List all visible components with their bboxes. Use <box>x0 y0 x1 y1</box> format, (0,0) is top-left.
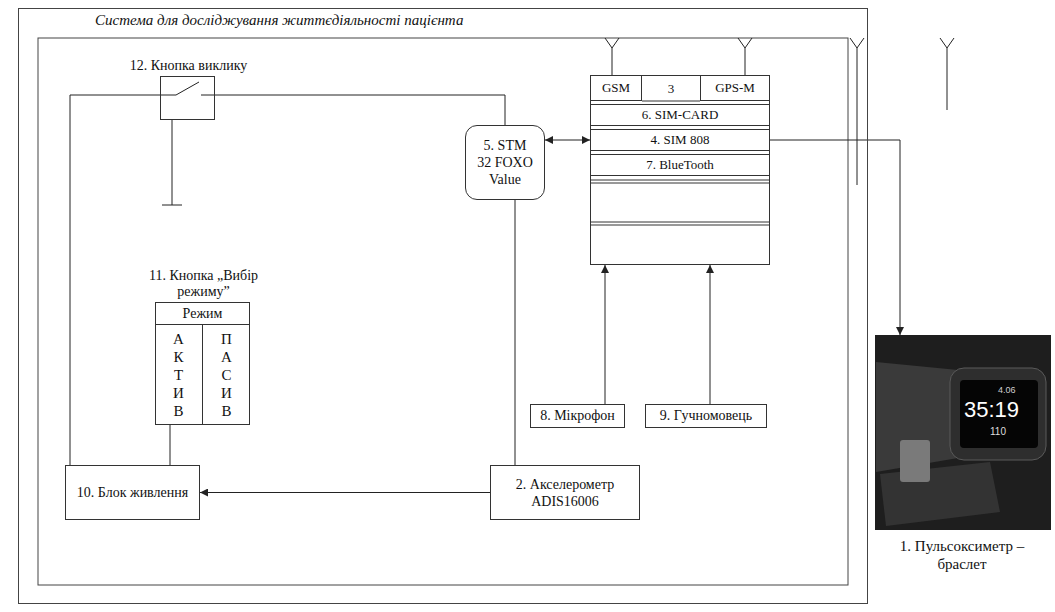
speaker-box: 9. Гучномовець <box>645 404 767 428</box>
node-text: 1. Пульсоксиметр – браслет <box>892 537 1032 573</box>
microcontroller: 5. STM 32 FOXO Value <box>465 125 545 200</box>
node-text: Система для досліджування життєдіяльност… <box>95 12 463 29</box>
node-text: П А С И В <box>219 330 234 420</box>
gps-cell: GPS-M <box>700 75 770 101</box>
wire <box>201 95 214 96</box>
node-text: 11. Кнопка „Вибір режиму” <box>136 268 271 300</box>
node-text: 3 <box>642 76 700 101</box>
bracelet-illustration <box>875 335 1051 530</box>
node-text: Режим <box>156 303 249 325</box>
connector <box>605 265 606 404</box>
connector <box>545 140 590 141</box>
band-line <box>590 222 770 223</box>
node-text: 5. STM 32 FOXO Value <box>466 126 544 199</box>
mode-button: 11. Кнопка „Вибір режиму”РежимА К Т И ВП… <box>155 302 250 425</box>
wire <box>172 120 173 205</box>
node-text: 10. Блок живлення <box>66 466 199 519</box>
call-button: 12. Кнопка виклику <box>160 76 215 120</box>
accelerometer-box: 2. Акселерометр ADIS16006 <box>490 465 640 520</box>
switch-symbol <box>161 82 214 95</box>
watch-body <box>950 368 1046 460</box>
switch-blade <box>176 82 199 95</box>
node-text: 12. Кнопка виклику <box>121 58 256 74</box>
photo-ground <box>875 335 1051 530</box>
band-line <box>590 180 770 181</box>
antenna <box>940 38 954 110</box>
sim-card-band: 6. SIM-CARD <box>590 104 770 126</box>
sim808-band: 4. SIM 808 <box>590 129 770 151</box>
strap <box>880 462 1000 526</box>
connector <box>70 95 160 465</box>
node-text: А К Т И В <box>171 330 186 420</box>
watch-screen <box>960 380 1038 448</box>
pulse-oximeter: 1. Пульсоксиметр – браслет <box>872 335 1052 605</box>
microphone-box: 8. Мікрофон <box>530 404 625 428</box>
connector <box>200 492 490 493</box>
node-text: 7. BlueTooth <box>591 155 769 175</box>
inner-frame <box>38 38 848 585</box>
screen-reading: 110 <box>990 426 1006 437</box>
mode-column: П А С И В <box>203 324 250 424</box>
node-text: GPS-M <box>701 76 769 100</box>
power-unit: 10. Блок живлення <box>65 465 200 520</box>
connector <box>170 425 171 465</box>
antenna <box>605 38 619 75</box>
node-text: 9. Гучномовець <box>646 405 766 427</box>
antenna <box>738 38 752 75</box>
gsm-cell: GSM <box>590 75 642 101</box>
connector <box>215 95 505 125</box>
band-line <box>590 225 770 226</box>
node-text: 8. Мікрофон <box>531 405 624 427</box>
bluetooth-band: 7. BlueTooth <box>590 154 770 176</box>
ground-symbol <box>162 120 182 205</box>
connector <box>515 200 516 465</box>
antenna <box>850 38 864 185</box>
module-stack: 3GSM GPS-M 6. SIM-CARD 4. SIM 808 7. BlueToo… <box>590 75 770 265</box>
screen-reading: 4.06 <box>998 385 1016 395</box>
screen-reading: 35:19 <box>964 397 1019 423</box>
system-frame: Система для досліджування життєдіяльност… <box>18 8 868 604</box>
node-text: 6. SIM-CARD <box>591 105 769 125</box>
band-line <box>642 101 700 102</box>
node-text: 4. SIM 808 <box>591 130 769 150</box>
connector <box>710 265 711 404</box>
module-band-lines <box>590 101 770 225</box>
node-text: GSM <box>591 76 641 100</box>
ground-bar <box>162 205 182 206</box>
wire <box>161 95 176 96</box>
mode-column: А К Т И В <box>155 324 203 424</box>
connector <box>770 140 900 335</box>
band-line <box>590 183 770 184</box>
node-text: 2. Акселерометр ADIS16006 <box>491 466 639 519</box>
clasp <box>900 440 930 482</box>
